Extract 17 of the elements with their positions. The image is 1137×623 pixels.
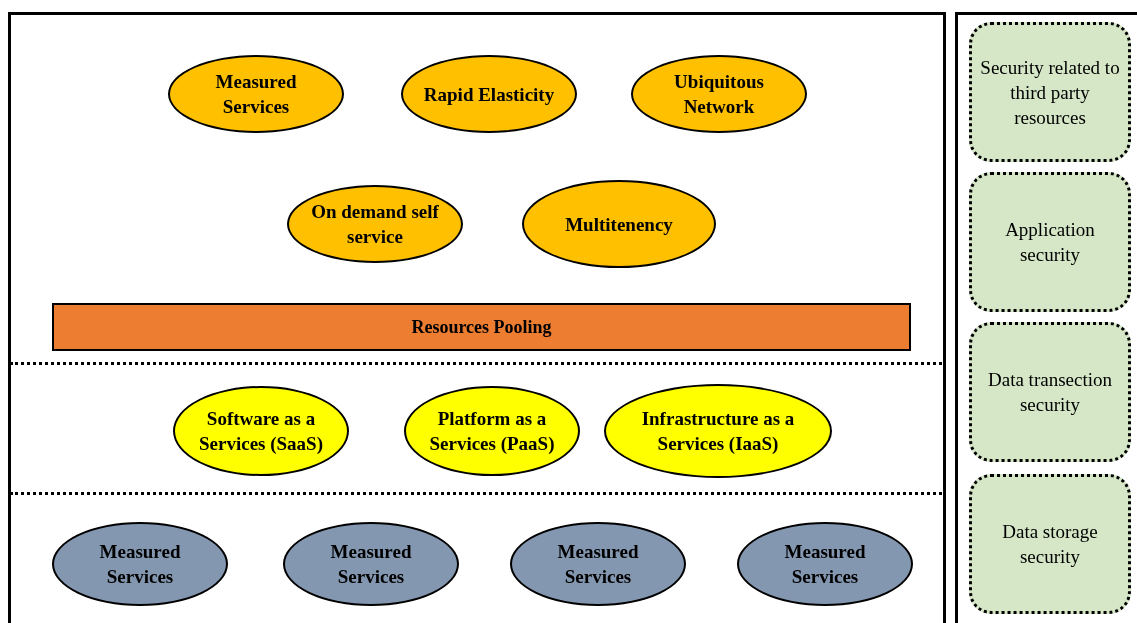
service-ellipse: Measured Services — [283, 522, 459, 606]
feature-ellipse: Measured Services — [168, 55, 344, 133]
feature-ellipse: Ubiquitous Network — [631, 55, 807, 133]
service-model-ellipse: Infrastructure as a Services (IaaS) — [604, 384, 832, 478]
security-box: Application security — [969, 172, 1131, 312]
service-ellipse: Measured Services — [52, 522, 228, 606]
service-model-ellipse: Platform as a Services (PaaS) — [404, 386, 580, 476]
service-ellipse: Measured Services — [510, 522, 686, 606]
feature-ellipse: Multitenency — [522, 180, 716, 268]
feature-ellipse: On demand self service — [287, 185, 463, 263]
security-box: Data storage security — [969, 474, 1131, 614]
service-model-ellipse: Software as a Services (SaaS) — [173, 386, 349, 476]
pooling-bar: Resources Pooling — [52, 303, 911, 351]
service-ellipse: Measured Services — [737, 522, 913, 606]
feature-ellipse: Rapid Elasticity — [401, 55, 577, 133]
security-box: Security related to third party resources — [969, 22, 1131, 162]
security-box: Data transection security — [969, 322, 1131, 462]
